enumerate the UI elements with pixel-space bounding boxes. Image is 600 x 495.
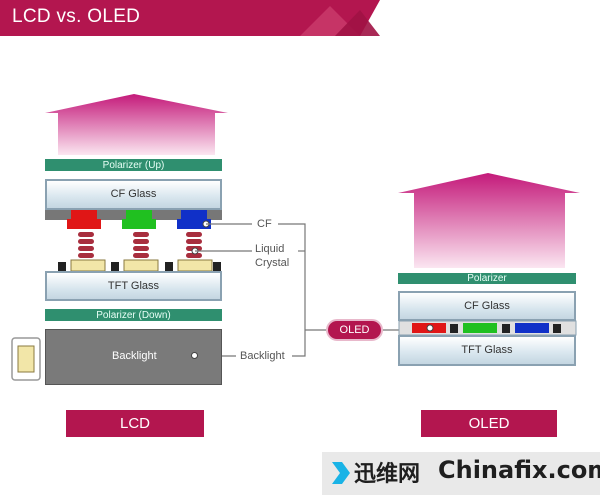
oled-polarizer: Polarizer: [398, 273, 576, 284]
green-filter: [126, 209, 152, 221]
oled-cf-glass: CF Glass: [398, 291, 576, 321]
oled-subpixels: [412, 323, 561, 333]
lcd-label: LCD: [66, 410, 204, 437]
oled-badge-label: OLED: [339, 324, 370, 336]
lcd-polarizer-up-label: Polarizer (Up): [102, 159, 165, 171]
chevron-right-icon: [332, 462, 350, 484]
callout-liquid: Liquid: [255, 243, 285, 255]
liquid-crystal-stacks: [78, 232, 202, 258]
oled-tft-glass-label: TFT Glass: [461, 344, 513, 356]
lcd-color-filters: [67, 209, 211, 229]
oled-polarizer-label: Polarizer: [467, 273, 507, 284]
oled-light-arrow: [398, 173, 580, 268]
lcd-cf-glass-label: CF Glass: [110, 188, 157, 200]
header-banner: LCD vs. OLED: [0, 0, 600, 36]
backlight-dot: [191, 352, 198, 359]
lcd-cf-glass: CF Glass: [45, 179, 222, 210]
lcd-polarizer-down: Polarizer (Down): [45, 309, 222, 321]
red-filter: [71, 209, 97, 221]
watermark-en: Chinafix.com: [438, 456, 600, 484]
callout-cf: CF: [257, 218, 272, 230]
blue-filter: [181, 209, 207, 221]
callout-backlight: Backlight: [240, 350, 285, 362]
lcd-light-arrow: [45, 94, 228, 155]
lcd-tft-glass-label: TFT Glass: [107, 280, 160, 292]
backlight-lamp-icon: [11, 337, 41, 381]
oled-cf-glass-label: CF Glass: [464, 300, 510, 312]
lcd-tft-pads: [58, 259, 221, 272]
lcd-polarizer-down-label: Polarizer (Down): [96, 309, 171, 321]
header-background: [0, 0, 380, 36]
oled-green-subpixel: [463, 323, 497, 333]
oled-tft-glass: TFT Glass: [398, 335, 576, 366]
watermark-cn: 迅维网: [354, 462, 421, 487]
page-title: LCD vs. OLED: [12, 6, 141, 27]
lcd-polarizer-up: Polarizer (Up): [45, 159, 222, 171]
oled-badge: OLED: [326, 319, 383, 341]
lcd-backlight-label: Backlight: [112, 350, 157, 362]
oled-label: OLED: [421, 410, 557, 437]
callout-crystal: Crystal: [255, 257, 290, 269]
watermark: 迅维网 Chinafix.com: [322, 452, 600, 495]
lcd-tft-glass: TFT Glass: [45, 271, 222, 301]
oled-blue-subpixel: [515, 323, 549, 333]
